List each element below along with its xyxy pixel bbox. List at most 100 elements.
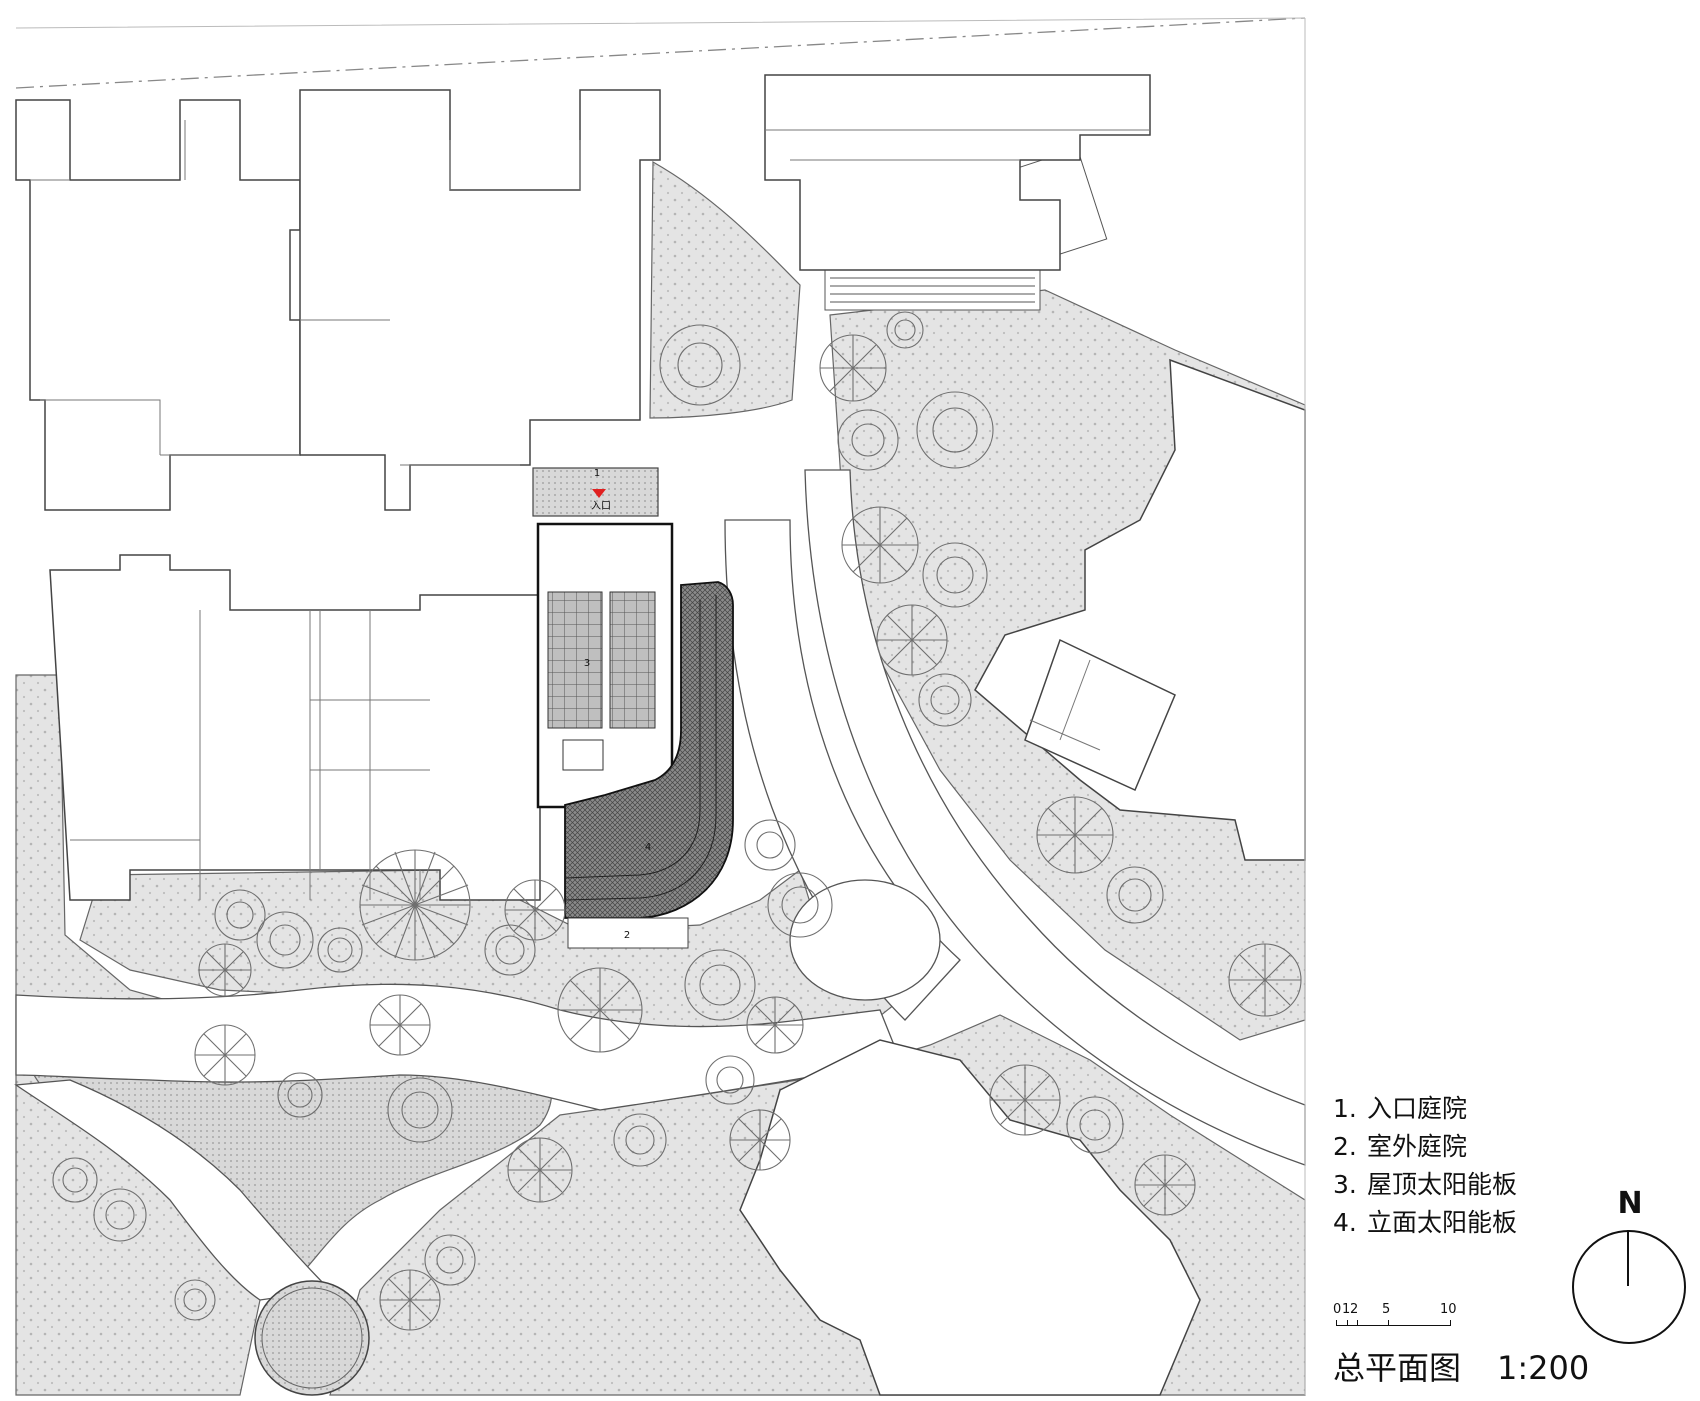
buildings <box>15 74 1306 1396</box>
label-roof-number: 3 <box>584 658 590 669</box>
scale-bar: 0 1 2 5 10 <box>1333 1303 1473 1333</box>
legend-number: 2. <box>1333 1132 1357 1161</box>
north-arrow-icon: N <box>1570 1188 1688 1348</box>
label-outdoor-number: 2 <box>624 930 630 941</box>
legend-number: 3. <box>1333 1170 1357 1199</box>
tree-icon <box>918 673 972 727</box>
tree-icon <box>174 1279 216 1321</box>
building-north-west <box>15 99 301 511</box>
legend: 1. 入口庭院 2. 室外庭院 3. 屋顶太阳能板 4. 立面太阳能板 <box>1333 1090 1633 1242</box>
legend-number: 4. <box>1333 1208 1357 1237</box>
title-scale: 1:200 <box>1497 1349 1590 1387</box>
facade-panel-curves <box>564 595 717 901</box>
north-courtyard-lawn <box>649 160 801 419</box>
building-outlines-detail <box>30 120 1150 900</box>
tree-icon <box>387 1077 453 1143</box>
tree-icon <box>746 996 804 1054</box>
building-north-east <box>764 74 1151 271</box>
tree-icon <box>52 1157 98 1203</box>
tree-icon <box>705 1055 755 1105</box>
tree-icon <box>1228 943 1302 1017</box>
legend-item: 4. 立面太阳能板 <box>1333 1204 1633 1242</box>
gravel-circle <box>254 1280 370 1396</box>
trees <box>52 311 1302 1331</box>
tree-icon <box>989 1064 1061 1136</box>
scale-tick-label: 0 <box>1333 1302 1342 1317</box>
roads <box>14 469 1306 1301</box>
legend-label: 室外庭院 <box>1367 1132 1468 1161</box>
tree-icon <box>379 1269 441 1331</box>
scale-tick <box>1347 1320 1348 1325</box>
tree-icon <box>841 506 919 584</box>
tree-icon <box>359 849 471 961</box>
tree-icon <box>1066 1096 1124 1154</box>
entrance-marker-icon <box>592 489 606 498</box>
legend-number: 1. <box>1333 1094 1357 1123</box>
roof-solar-panels-right <box>609 591 656 729</box>
tree-icon <box>744 819 796 871</box>
roof-solar-panels-left <box>547 591 603 729</box>
label-facade-number: 4 <box>645 842 651 853</box>
tree-icon <box>767 872 833 938</box>
legend-label: 屋顶太阳能板 <box>1367 1170 1518 1199</box>
site-frame <box>15 17 1306 1395</box>
tree-icon <box>659 324 741 406</box>
scale-tick-label: 10 <box>1440 1302 1457 1317</box>
scale-line <box>1336 1325 1451 1326</box>
tree-icon <box>214 889 266 941</box>
tree-icon <box>484 924 536 976</box>
scale-tick <box>1336 1320 1337 1325</box>
legend-item: 2. 室外庭院 <box>1333 1128 1633 1166</box>
plan-labels: 1 入口 3 4 2 <box>584 468 651 941</box>
building-north-middle <box>299 89 661 511</box>
title-name: 总平面图 <box>1333 1349 1462 1387</box>
scale-tick <box>1450 1320 1451 1325</box>
label-entrance-number: 1 <box>594 468 600 479</box>
scale-tick-label: 2 <box>1350 1302 1359 1317</box>
building-south-east <box>739 1039 1201 1396</box>
legend-label: 入口庭院 <box>1367 1094 1468 1123</box>
property-boundary <box>15 17 1306 89</box>
tree-icon <box>1036 796 1114 874</box>
label-entrance-text: 入口 <box>591 501 611 512</box>
tree-icon <box>194 1024 256 1086</box>
tree-icon <box>613 1113 667 1167</box>
building-east-wing <box>1024 638 1176 792</box>
tree-icon <box>1106 866 1164 924</box>
scale-tick-label: 1 <box>1342 1302 1351 1317</box>
tree-icon <box>198 943 252 997</box>
tree-icon <box>93 1188 147 1242</box>
tree-icon <box>819 334 887 402</box>
tree-icon <box>916 391 994 469</box>
tree-icon <box>277 1072 323 1118</box>
drawing-title: 总平面图 1:200 <box>1333 1348 1589 1388</box>
tree-icon <box>256 911 314 969</box>
tree-icon <box>886 311 924 349</box>
outdoor-courtyard <box>567 917 689 949</box>
facade-solar-panels <box>564 581 734 919</box>
scale-tick-label: 5 <box>1382 1302 1391 1317</box>
legend-item: 3. 屋顶太阳能板 <box>1333 1166 1633 1204</box>
steps-middle <box>824 269 1041 311</box>
tree-icon <box>369 994 431 1056</box>
tree-icon <box>317 927 363 973</box>
scale-tick <box>1388 1320 1389 1325</box>
tree-icon <box>507 1137 573 1203</box>
tree-icon <box>424 1234 476 1286</box>
roundabout <box>789 879 941 1001</box>
tree-icon <box>1134 1154 1196 1216</box>
roof-skylight <box>562 739 604 771</box>
legend-item: 1. 入口庭院 <box>1333 1090 1633 1128</box>
north-needle <box>1627 1230 1629 1286</box>
tree-icon <box>504 879 566 941</box>
tree-icon <box>684 949 756 1021</box>
project-building <box>532 467 734 949</box>
tree-icon <box>837 409 899 471</box>
building-west-block <box>49 554 541 901</box>
north-circle <box>1572 1230 1686 1344</box>
legend-label: 立面太阳能板 <box>1367 1208 1518 1237</box>
tree-icon <box>876 604 948 676</box>
north-letter: N <box>1617 1186 1643 1221</box>
tree-icon <box>557 967 643 1053</box>
